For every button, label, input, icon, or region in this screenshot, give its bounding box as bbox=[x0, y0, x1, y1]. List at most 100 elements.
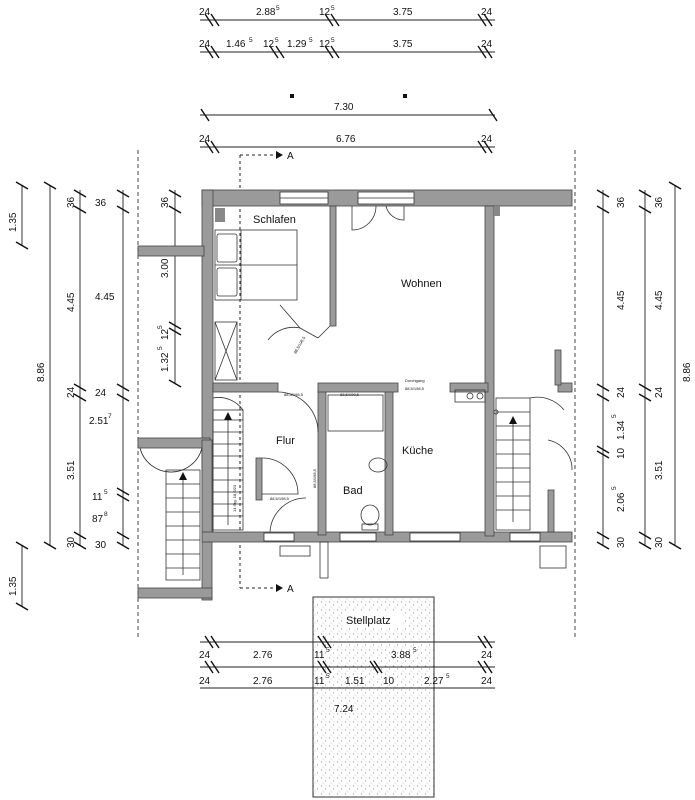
top-r2-375: 3.75 bbox=[393, 39, 413, 50]
top-r4-676: 6.76 bbox=[336, 134, 356, 145]
bot-r2-sup5a: 5 bbox=[326, 673, 330, 680]
bed bbox=[214, 229, 298, 301]
door-note-1: 88,5/198,5 bbox=[293, 335, 307, 355]
door-wohnen-top-2 bbox=[385, 205, 405, 221]
bot-r2-10: 10 bbox=[383, 676, 395, 687]
section-marker-bottom: A bbox=[287, 584, 294, 595]
left-total-886: 8.86 bbox=[36, 362, 47, 382]
durchgang-label: Durchgang bbox=[405, 378, 425, 383]
durchgang-size: 88,5/198,5 bbox=[405, 386, 425, 391]
top-r1-sup5a: 5 bbox=[276, 5, 280, 12]
door-note-5: 88,5/198,5 bbox=[340, 392, 360, 397]
kitchen-hob bbox=[476, 392, 484, 400]
left-c4-30: 30 bbox=[95, 540, 107, 551]
top-r1-12: 12 bbox=[319, 7, 331, 18]
wardrobe bbox=[214, 321, 238, 381]
top-r1-24a: 24 bbox=[199, 7, 211, 18]
room-label-flur: Flur bbox=[276, 435, 295, 447]
top-r4-24b: 24 bbox=[481, 134, 493, 145]
bot-r2-276: 2.76 bbox=[253, 676, 273, 687]
parking-label-bg bbox=[343, 612, 403, 628]
left-c3-36: 36 bbox=[66, 196, 77, 208]
left-c4-87: 87 bbox=[92, 514, 104, 525]
door-note-2: 88,5/198,5 bbox=[284, 392, 304, 397]
left-c5-300: 3.00 bbox=[160, 258, 171, 278]
right-c1-sup5b: 5 bbox=[611, 486, 618, 490]
top-r2-129: 1.29 bbox=[287, 39, 307, 50]
right-c1-30: 30 bbox=[616, 536, 627, 548]
left-dimension-chains: 1.35 1.35 8.86 36 4.45 24 3.51 30 36 24 … bbox=[8, 181, 182, 611]
parking-space bbox=[312, 596, 435, 798]
left-c4-251: 2.51 bbox=[89, 416, 109, 427]
top-r2-146: 1.46 bbox=[226, 39, 246, 50]
bot-r2-227: 2.27 bbox=[424, 676, 444, 687]
bot-r2-24a: 24 bbox=[199, 676, 211, 687]
room-label-wohnen: Wohnen bbox=[401, 278, 442, 290]
top-r2-sup5c: 5 bbox=[309, 37, 313, 44]
top-r4-24a: 24 bbox=[199, 134, 211, 145]
walls bbox=[137, 189, 573, 601]
left-c4-sup7: 7 bbox=[108, 413, 112, 420]
left-c1-135a: 1.35 bbox=[8, 212, 19, 232]
right-c1-10: 10 bbox=[616, 447, 627, 459]
door-note-4: 88,5/198,5 bbox=[312, 468, 317, 488]
left-c1-135b: 1.35 bbox=[8, 576, 19, 596]
left-c3-24: 24 bbox=[66, 386, 77, 398]
right-c2-30: 30 bbox=[654, 536, 665, 548]
entrance-step bbox=[279, 545, 311, 557]
top-r1-sup5b: 5 bbox=[331, 5, 335, 12]
shaft bbox=[494, 206, 500, 216]
bottom-dimension-chains: 24 2.76 11 5 3.88 5 24 24 2.76 11 5 1.51… bbox=[199, 635, 495, 715]
left-c4-sup8: 8 bbox=[104, 511, 108, 518]
bot-r2-24b: 24 bbox=[481, 676, 493, 687]
left-c5-sup5b: 5 bbox=[157, 325, 164, 329]
left-c3-445: 4.45 bbox=[66, 292, 77, 312]
door-bad bbox=[261, 457, 299, 495]
left-c3-351: 3.51 bbox=[66, 460, 77, 480]
kitchen-counter bbox=[454, 389, 486, 403]
bot-r2-11: 11 bbox=[314, 676, 325, 687]
room-label-kueche: Küche bbox=[402, 445, 433, 457]
right-c2-24: 24 bbox=[654, 386, 665, 398]
stairs-note: 14 Stg. 18,6/23 bbox=[232, 484, 237, 512]
room-label-stellplatz: Stellplatz bbox=[346, 615, 391, 627]
right-c1-24: 24 bbox=[616, 386, 627, 398]
top-r1-288: 2.88 bbox=[256, 7, 276, 18]
entrance-post bbox=[319, 541, 329, 579]
left-c5-36: 36 bbox=[160, 196, 171, 208]
shaft bbox=[215, 208, 225, 222]
right-c1-sup5a: 5 bbox=[611, 414, 618, 418]
top-overall-730: 7.30 bbox=[334, 102, 354, 113]
bot-overall-724: 7.24 bbox=[334, 704, 354, 715]
marker-dot bbox=[403, 94, 407, 98]
bot-r1-sup5b: 5 bbox=[413, 647, 417, 654]
door-flur bbox=[277, 391, 319, 433]
top-r2-sup5b: 5 bbox=[275, 37, 279, 44]
top-r2-24b: 24 bbox=[481, 39, 493, 50]
top-r2-24a: 24 bbox=[199, 39, 211, 50]
top-r2-sup5d: 5 bbox=[331, 37, 335, 44]
right-c1-36: 36 bbox=[616, 196, 627, 208]
left-c3-30: 30 bbox=[66, 536, 77, 548]
bot-r2-sup5b: 5 bbox=[446, 673, 450, 680]
right-c2-445: 4.45 bbox=[654, 290, 665, 310]
staircase-flur: 14 Stg. 18,6/23 bbox=[212, 397, 244, 531]
staircase-right bbox=[495, 396, 573, 531]
top-r2-12a: 12 bbox=[263, 39, 275, 50]
room-label-bad: Bad bbox=[343, 485, 363, 497]
left-c3-445-b: 4.45 bbox=[95, 292, 115, 303]
door-wohnen-top bbox=[351, 205, 377, 231]
left-c4-36: 36 bbox=[95, 198, 107, 209]
right-c2-351: 3.51 bbox=[654, 460, 665, 480]
top-r2-12b: 12 bbox=[319, 39, 331, 50]
top-r1-375: 3.75 bbox=[393, 7, 413, 18]
bot-r1-276: 2.76 bbox=[253, 650, 273, 661]
staircase-neighbour-left bbox=[139, 447, 203, 581]
door-note-3: 88,5/198,5 bbox=[270, 496, 290, 501]
section-marker-top: A bbox=[287, 151, 294, 162]
left-c5-sup5a: 5 bbox=[157, 346, 164, 350]
bathroom-fixtures bbox=[327, 394, 499, 531]
right-total-886: 8.86 bbox=[682, 362, 693, 382]
marker-dot bbox=[290, 94, 294, 98]
